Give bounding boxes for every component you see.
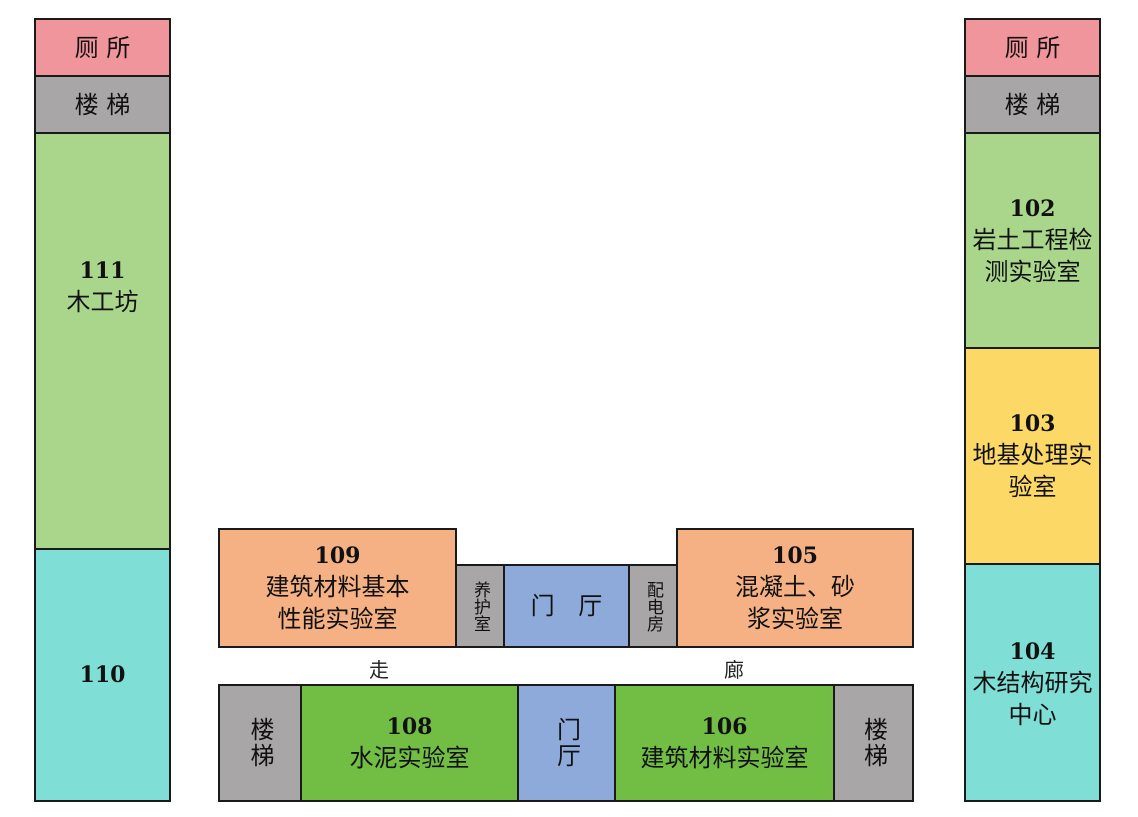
room-104-number: 104 — [1009, 639, 1056, 665]
bottom-right-stairs-label: 楼梯 — [859, 717, 888, 769]
room-104-name-line1: 木结构研究 — [972, 669, 1093, 697]
room-102-name-line2: 测实验室 — [984, 257, 1081, 286]
room-106-name: 建筑材料实验室 — [640, 744, 809, 772]
room-111-name: 木工坊 — [66, 288, 139, 316]
right-stairs: 楼 梯 — [964, 75, 1101, 134]
corridor-label-second: 廊 — [724, 658, 744, 682]
room-103: 103 地基处理实 验室 — [964, 347, 1101, 565]
left-stairs: 楼 梯 — [34, 75, 171, 134]
bottom-left-stairs-label: 楼梯 — [246, 717, 274, 769]
power-room-label: 配电房 — [643, 580, 663, 632]
room-102-name-line1: 岩土工程检 — [972, 225, 1093, 254]
top-lobby: 门 厅 — [503, 564, 630, 648]
right-toilet-label: 厕 所 — [1004, 33, 1061, 62]
room-105-name-line2: 浆实验室 — [747, 605, 843, 633]
room-103-name-line2: 验室 — [1008, 473, 1057, 501]
room-109: 109 建筑材料基本 性能实验室 — [218, 528, 457, 648]
room-106: 106 建筑材料实验室 — [614, 684, 835, 802]
room-109-name-line2: 性能实验室 — [277, 605, 398, 633]
left-toilet: 厕 所 — [34, 18, 171, 77]
curing-room: 养护室 — [455, 564, 505, 648]
room-106-number: 106 — [701, 714, 748, 740]
room-102-number: 102 — [1009, 195, 1056, 222]
room-105-number: 105 — [772, 543, 818, 569]
room-110: 110 — [34, 548, 171, 802]
room-109-name-line1: 建筑材料基本 — [265, 573, 410, 601]
room-108-name: 水泥实验室 — [349, 744, 470, 772]
room-104-name-line2: 中心 — [1008, 701, 1057, 729]
room-103-name-line1: 地基处理实 — [972, 441, 1093, 469]
bottom-right-stairs: 楼梯 — [833, 684, 914, 802]
room-109-number: 109 — [314, 543, 361, 569]
bottom-left-stairs: 楼梯 — [218, 684, 302, 802]
right-toilet: 厕 所 — [964, 18, 1101, 77]
bottom-lobby-label: 门厅 — [552, 717, 581, 769]
curing-room-label: 养护室 — [470, 580, 490, 632]
power-room: 配电房 — [628, 564, 678, 648]
room-111: 111 木工坊 — [34, 132, 171, 550]
room-111-number: 111 — [79, 258, 126, 284]
room-105: 105 混凝土、砂 浆实验室 — [676, 528, 914, 648]
bottom-lobby: 门厅 — [517, 684, 616, 802]
right-stairs-label: 楼 梯 — [1004, 90, 1061, 119]
left-stairs-label: 楼 梯 — [74, 90, 131, 119]
room-103-number: 103 — [1009, 411, 1056, 437]
room-105-name-line1: 混凝土、砂 — [735, 573, 855, 601]
room-108-number: 108 — [386, 714, 433, 740]
left-toilet-label: 厕 所 — [74, 33, 131, 62]
corridor-label-first: 走 — [369, 658, 389, 682]
room-102: 102 岩土工程检 测实验室 — [964, 132, 1101, 349]
room-104: 104 木结构研究 中心 — [964, 563, 1101, 802]
top-lobby-label: 门 厅 — [530, 592, 611, 620]
room-108: 108 水泥实验室 — [300, 684, 519, 802]
room-110-number: 110 — [79, 662, 126, 688]
